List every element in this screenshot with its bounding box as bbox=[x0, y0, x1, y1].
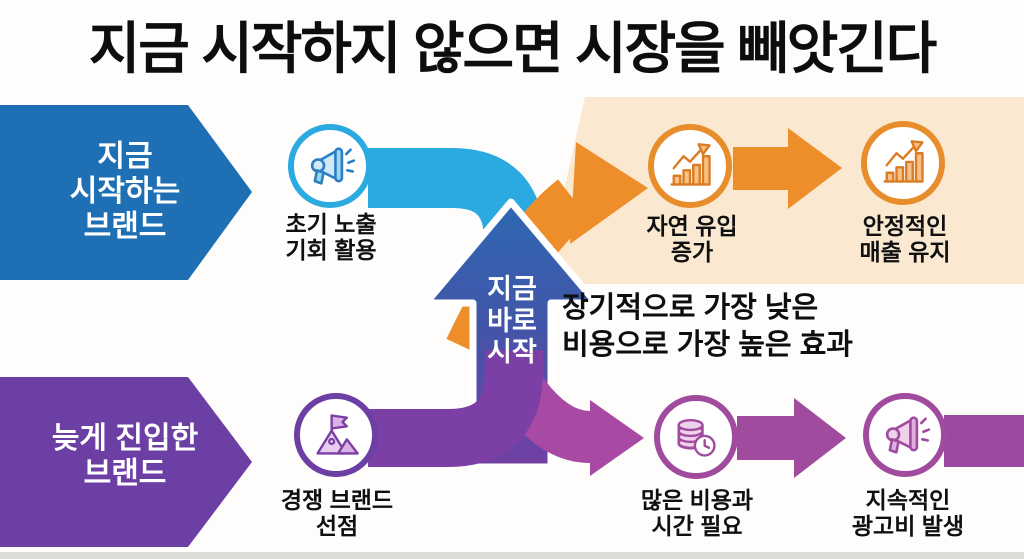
late-entry-brand-chevron bbox=[0, 377, 252, 547]
key-message: 장기적으로 가장 낮은 비용으로 가장 높은 효과 bbox=[562, 292, 853, 361]
late-entry-brand-label: 늦게 진입한 브랜드 bbox=[51, 422, 199, 490]
coins-clock-icon bbox=[677, 419, 716, 457]
arrow-to-ad-spend-icon bbox=[737, 398, 846, 478]
step-circle-stable-sales bbox=[861, 121, 945, 205]
step-circle-cost-time bbox=[654, 395, 738, 479]
bottom-edge-shadow bbox=[0, 552, 1024, 559]
arrow-to-stable-sales-icon bbox=[733, 128, 842, 209]
step-caption-stable-sales: 안정적인 매출 유지 bbox=[859, 213, 951, 266]
late-entry-flow-ribbon bbox=[368, 350, 543, 467]
step-caption-cost-time: 많은 비용과 시간 필요 bbox=[640, 487, 754, 540]
step-circle-ad-spend bbox=[863, 393, 947, 477]
headline: 지금 시작하지 않으면 시장을 빼앗긴다 bbox=[88, 17, 938, 80]
cost-branch-arrowhead-icon bbox=[590, 400, 644, 476]
start-now-brand-chevron bbox=[0, 105, 252, 280]
step-caption-ad-spend: 지속적인 광고비 발생 bbox=[851, 487, 965, 540]
organic-growth-arrowhead-icon bbox=[570, 142, 648, 244]
step-caption-organic-inflow: 자연 유입 증가 bbox=[646, 213, 738, 266]
megaphone-icon bbox=[310, 147, 356, 185]
flag-mountain-icon bbox=[316, 414, 359, 455]
upward-start-arrow bbox=[422, 198, 600, 471]
rising-chart-icon bbox=[670, 143, 711, 186]
step-caption-early-exposure: 초기 노출 기회 활용 bbox=[285, 211, 377, 264]
start-now-brand-label: 지금 시작하는 브랜드 bbox=[69, 140, 181, 243]
flow-end-band bbox=[944, 415, 1024, 467]
start-now-cta-label: 지금 바로 시작 bbox=[487, 274, 537, 368]
step-circle-organic-inflow bbox=[648, 124, 732, 208]
step-circle-early-exposure bbox=[288, 124, 372, 208]
step-caption-competitor-preemption: 경쟁 브랜드 선점 bbox=[280, 487, 394, 540]
megaphone-icon bbox=[885, 416, 931, 454]
rising-chart-icon bbox=[883, 140, 924, 183]
step-circle-competitor-preemption bbox=[294, 393, 378, 477]
